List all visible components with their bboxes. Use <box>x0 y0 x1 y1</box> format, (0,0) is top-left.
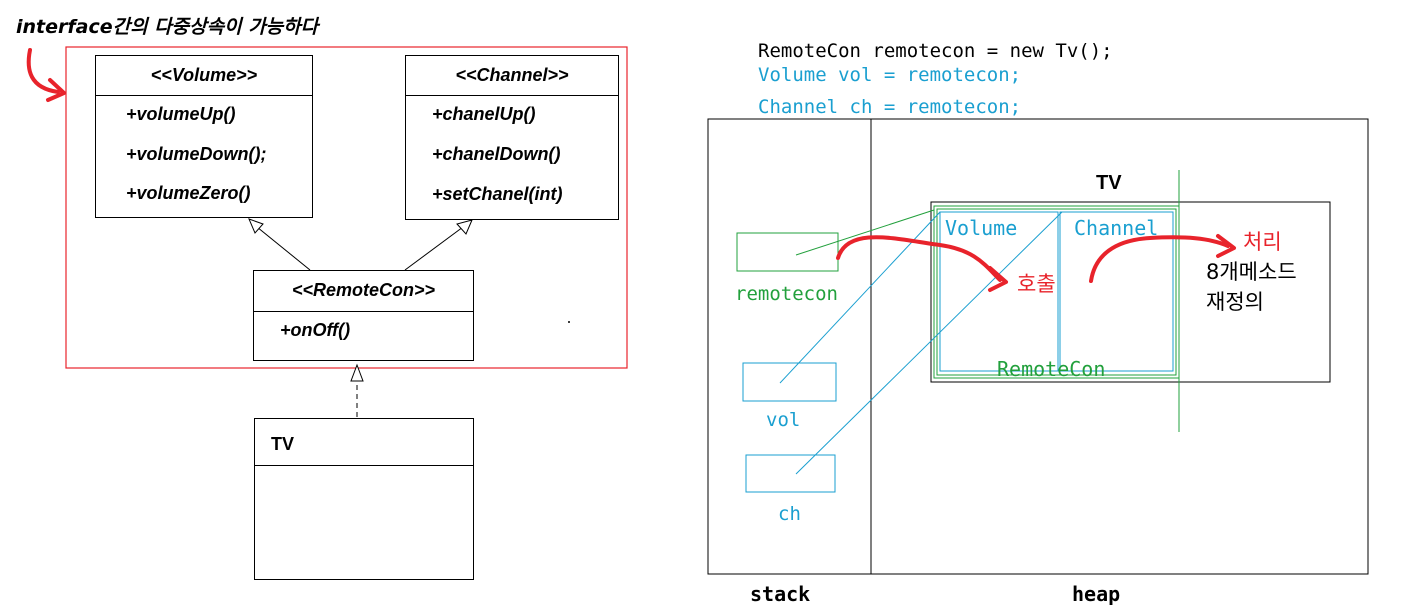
channel-object-frame <box>1059 211 1174 372</box>
uml-remotecon-box: <<RemoteCon>> +onOff() <box>253 270 474 361</box>
channel-object-label: Channel <box>1074 216 1159 240</box>
uml-volume-method: +volumeDown(); <box>126 144 267 164</box>
red-pointer-arrow <box>26 48 60 94</box>
memory-frame <box>707 118 1369 575</box>
ref-line-ch <box>795 211 1063 475</box>
diagram-title: interface간의 다중상속이 가능하다 <box>16 16 319 38</box>
handle-arrowhead <box>1216 234 1236 258</box>
interface-group-frame <box>65 46 628 369</box>
stray-dot <box>568 321 570 323</box>
var-box-ch <box>745 454 836 493</box>
uml-remotecon-method: +onOff() <box>280 320 351 340</box>
uml-volume-method: +volumeUp() <box>126 104 236 124</box>
red-pointer-arrowhead <box>46 78 66 102</box>
handle-arrow <box>1089 235 1230 283</box>
var-label-remotecon: remotecon <box>735 283 838 305</box>
uml-channel-method: +setChanel(int) <box>432 184 563 204</box>
var-box-vol <box>742 362 837 402</box>
handle-label: 처리 <box>1243 230 1282 254</box>
override-label-line1: 8개메소드 <box>1206 260 1297 284</box>
var-label-ch: ch <box>778 503 801 525</box>
uml-channel-box: <<Channel>> +chanelUp() +chanelDown() +s… <box>405 55 619 220</box>
code-line-3: Channel ch = remotecon; <box>758 96 1022 118</box>
stack-label: stack <box>750 582 811 606</box>
call-arrow <box>836 235 1002 282</box>
code-line-2: Volume vol = remotecon; <box>758 64 1022 86</box>
remotecon-object-label: RemoteCon <box>997 357 1106 381</box>
code-line-1: RemoteCon remotecon = new Tv(); <box>758 40 1113 62</box>
uml-volume-method: +volumeZero() <box>126 183 251 203</box>
var-label-vol: vol <box>766 409 801 431</box>
volume-object-frame <box>939 211 1059 372</box>
uml-channel-method: +chanelUp() <box>432 104 536 124</box>
inherit-arrowhead-channel <box>456 219 473 235</box>
tv-object-label: TV <box>1096 172 1122 194</box>
uml-channel-name: <<Channel>> <box>406 56 618 96</box>
var-box-remotecon <box>736 232 839 272</box>
inherit-line-volume <box>256 226 311 271</box>
override-label-line2: 재정의 <box>1206 290 1264 314</box>
heap-label: heap <box>1072 582 1121 606</box>
call-arrowhead <box>988 266 1008 292</box>
realize-arrowhead-tv <box>350 363 364 382</box>
uml-volume-box: <<Volume>> +volumeUp() +volumeDown(); +v… <box>95 55 313 218</box>
uml-tv-box: TV <box>254 418 474 580</box>
inherit-line-channel <box>404 226 464 271</box>
uml-channel-method: +chanelDown() <box>432 144 561 164</box>
ref-line-remotecon <box>795 209 935 256</box>
tv-object-frame <box>930 201 1331 383</box>
inherit-arrowhead-volume <box>248 218 264 234</box>
uml-tv-name: TV <box>255 419 473 466</box>
volume-object-label: Volume <box>945 216 1018 240</box>
uml-volume-name: <<Volume>> <box>96 56 312 96</box>
call-label: 호출 <box>1017 272 1056 296</box>
remotecon-object-inner <box>936 208 1177 376</box>
uml-remotecon-name: <<RemoteCon>> <box>254 271 473 312</box>
